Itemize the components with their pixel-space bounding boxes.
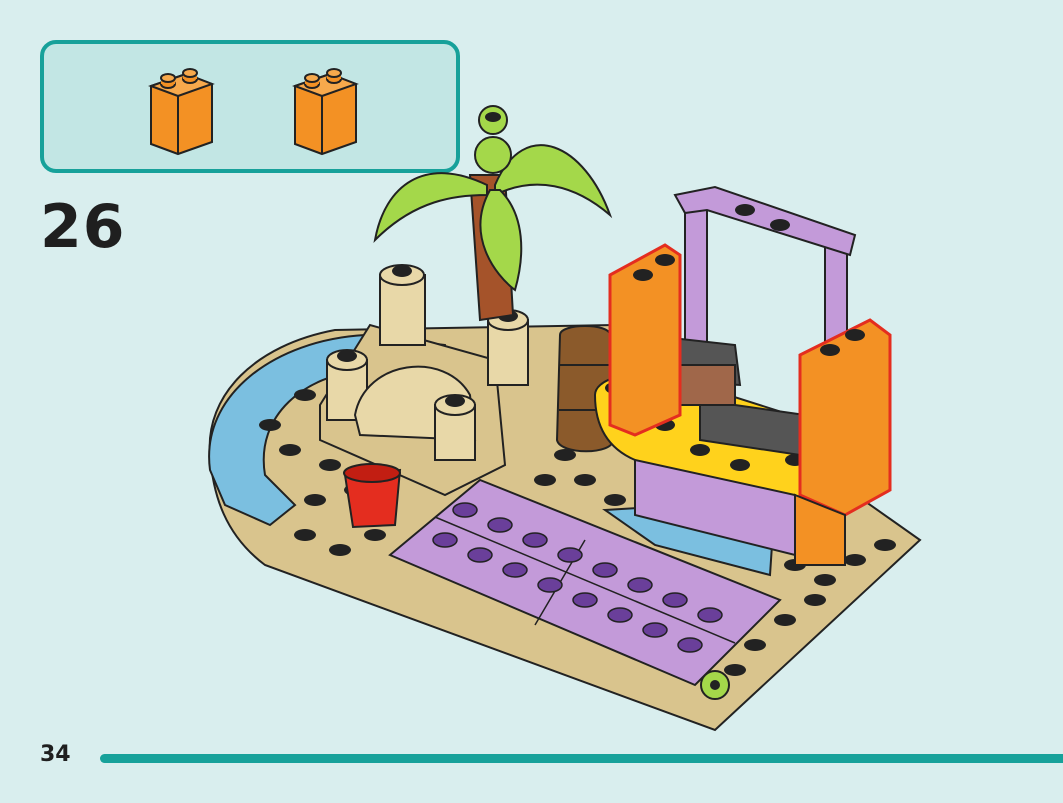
orange-brick-part-icon xyxy=(290,66,360,160)
page-progress-bar xyxy=(100,754,1063,763)
orange-brick-part-icon xyxy=(146,66,216,160)
step-number: 26 xyxy=(40,192,126,262)
build-illustration xyxy=(195,95,935,739)
page-number: 34 xyxy=(40,742,71,767)
parts-callout-box xyxy=(40,40,460,173)
